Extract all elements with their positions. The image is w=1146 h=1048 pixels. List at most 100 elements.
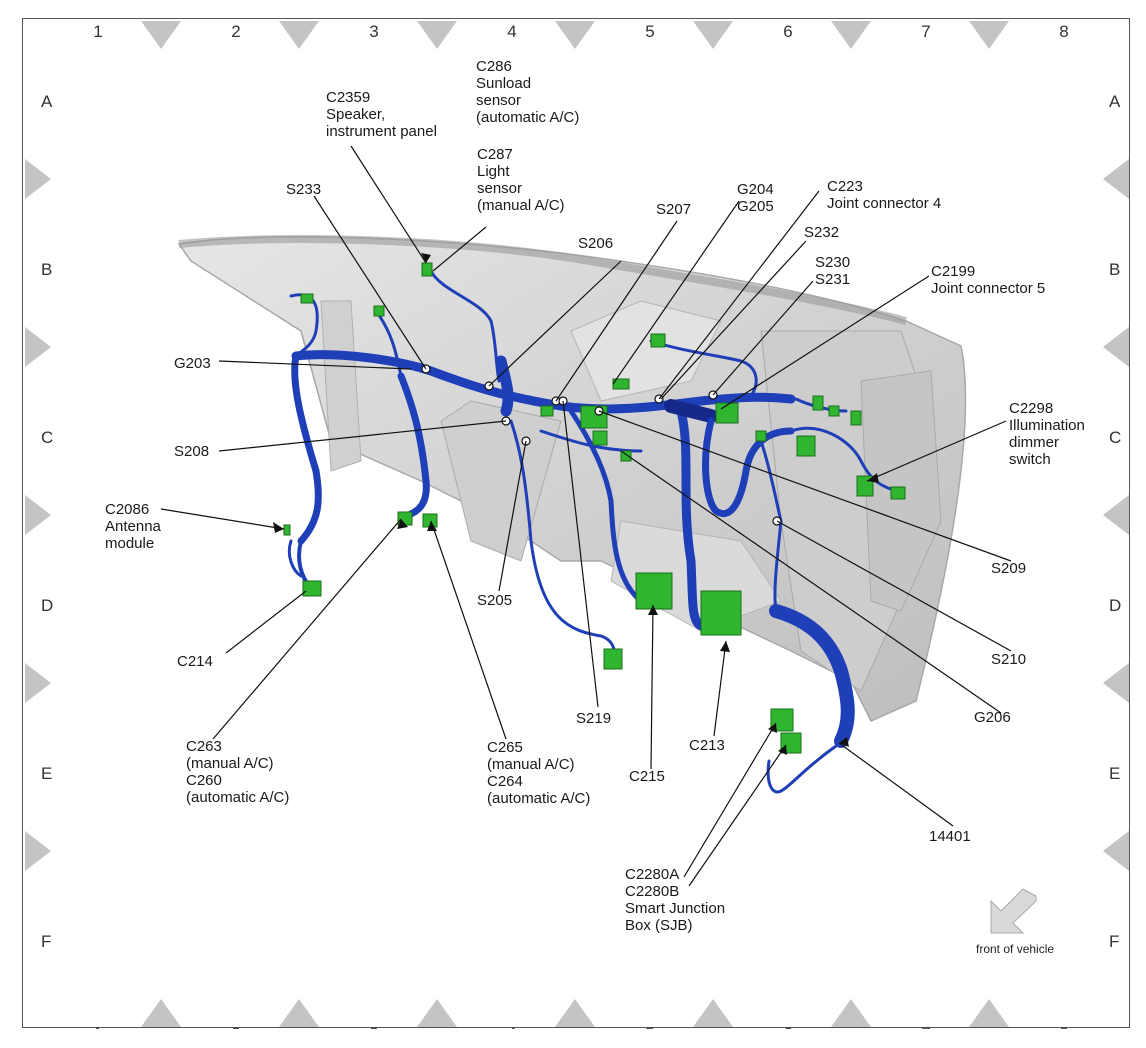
label-s209-line-0: S209 [991, 560, 1026, 577]
connector-c2359 [300, 293, 314, 304]
label-s210-line-0: S210 [991, 651, 1026, 668]
connectors [283, 262, 906, 754]
label-c213-line-0: C213 [689, 737, 725, 754]
label-c265: C265(manual A/C)C264(automatic A/C) [487, 739, 590, 807]
label-n14401-line-0: 14401 [929, 828, 971, 845]
label-c223-line-0: C223 [827, 178, 863, 195]
grid-column-bottom-1: 1 [93, 1024, 102, 1029]
grid-row-left-B: B [41, 260, 52, 279]
grid-row-left-C: C [41, 428, 53, 447]
label-c2298-line-3: switch [1009, 451, 1051, 468]
label-c2359-line-0: C2359 [326, 89, 370, 106]
label-c2298-line-0: C2298 [1009, 400, 1053, 417]
label-s207: S207 [656, 201, 691, 218]
label-c265-line-2: C264 [487, 773, 523, 790]
connector-c214 [302, 580, 322, 597]
label-c287-line-1: Light [477, 163, 510, 180]
label-c215: C215 [629, 768, 665, 785]
diagram-frame: 1122334455667788AABBCCDDEEFF [22, 18, 1130, 1029]
label-s208-line-0: S208 [174, 443, 209, 460]
grid-row-right-E: E [1109, 764, 1120, 783]
label-c287-line-0: C287 [477, 146, 513, 163]
label-c2298-line-1: Illumination [1009, 417, 1085, 434]
leader-lines [160, 145, 1012, 887]
grid-markers [25, 21, 1129, 1027]
connector-c2199 [715, 402, 739, 424]
label-c213: C213 [689, 737, 725, 754]
label-c2359-line-2: instrument panel [326, 123, 437, 140]
wiring-harness [287, 269, 898, 794]
grid-column-bottom-3: 3 [369, 1024, 378, 1029]
front-of-vehicle-label: front of vehicle [976, 942, 1054, 956]
label-c287-line-3: (manual A/C) [477, 197, 565, 214]
leader-arrowheads [273, 253, 879, 755]
label-s208: S208 [174, 443, 209, 460]
label-s230-line-0: S230 [815, 254, 850, 271]
grid-column-top-7: 7 [921, 22, 930, 41]
label-s205: S205 [477, 592, 512, 609]
label-s207-line-0: S207 [656, 201, 691, 218]
grid-column-top-1: 1 [93, 22, 102, 41]
label-c286-line-1: Sunload [476, 75, 531, 92]
label-c214-line-0: C214 [177, 653, 213, 670]
label-g204-line-1: G205 [737, 198, 774, 215]
label-c2199-line-0: C2199 [931, 263, 975, 280]
label-s209: S209 [991, 560, 1026, 577]
label-s219: S219 [576, 710, 611, 727]
grid-row-right-D: D [1109, 596, 1121, 615]
grid-column-bottom-8: 8 [1059, 1024, 1068, 1029]
label-c265-line-0: C265 [487, 739, 523, 756]
label-g206: G206 [974, 709, 1011, 726]
grid-column-top-2: 2 [231, 22, 240, 41]
label-c286-line-3: (automatic A/C) [476, 109, 579, 126]
grid-row-left-D: D [41, 596, 53, 615]
label-c263: C263(manual A/C)C260(automatic A/C) [186, 738, 289, 806]
label-s210: S210 [991, 651, 1026, 668]
connector-c2086 [283, 524, 291, 536]
connector-c286 [421, 262, 433, 277]
grid-column-bottom-2: 2 [231, 1024, 240, 1029]
connector-c2280a [770, 708, 794, 732]
front-of-vehicle-arrow-icon [990, 888, 1037, 934]
label-s233-line-0: S233 [286, 181, 321, 198]
grid-row-left-E: E [41, 764, 52, 783]
label-c2280-line-1: C2280B [625, 883, 679, 900]
label-c2280-line-2: Smart Junction [625, 900, 725, 917]
label-c2280-line-3: Box (SJB) [625, 917, 693, 934]
label-s205-line-0: S205 [477, 592, 512, 609]
grid-column-top-4: 4 [507, 22, 516, 41]
grid-column-top-3: 3 [369, 22, 378, 41]
label-c215-line-0: C215 [629, 768, 665, 785]
label-g204-line-0: G204 [737, 181, 774, 198]
grid-column-bottom-4: 4 [507, 1024, 516, 1029]
label-s233: S233 [286, 181, 321, 198]
wiring-diagram: 1122334455667788AABBCCDDEEFF [25, 21, 1129, 1029]
label-s232-line-0: S232 [804, 224, 839, 241]
label-n14401: 14401 [929, 828, 971, 845]
connector-c215 [635, 572, 673, 610]
grid-row-right-C: C [1109, 428, 1121, 447]
grid-row-left-F: F [41, 932, 51, 951]
label-c265-line-3: (automatic A/C) [487, 790, 590, 807]
label-c2280-line-0: C2280A [625, 866, 679, 883]
label-c263-line-0: C263 [186, 738, 222, 755]
label-g203-line-0: G203 [174, 355, 211, 372]
grid-column-top-6: 6 [783, 22, 792, 41]
label-s219-line-0: S219 [576, 710, 611, 727]
label-c2086-line-0: C2086 [105, 501, 149, 518]
grid-column-top-5: 5 [645, 22, 654, 41]
label-c223-line-1: Joint connector 4 [827, 195, 941, 212]
connector-c213 [700, 590, 742, 636]
grid-labels: 1122334455667788AABBCCDDEEFF [41, 22, 1121, 1029]
label-c263-line-3: (automatic A/C) [186, 789, 289, 806]
grid-column-bottom-5: 5 [645, 1024, 654, 1029]
grid-row-left-A: A [41, 92, 53, 111]
